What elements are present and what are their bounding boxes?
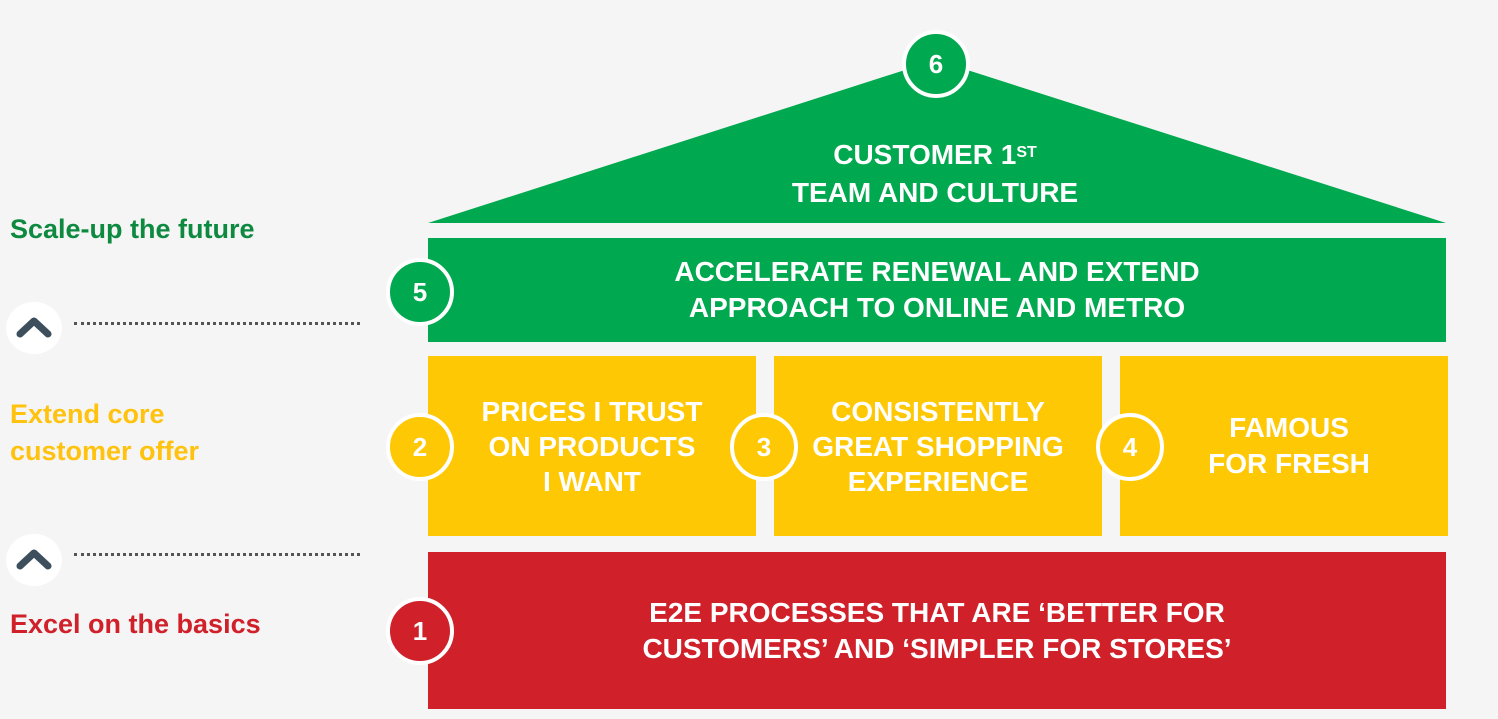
base-e2e-processes: E2E PROCESSES THAT ARE ‘BETTER FOR CUSTO… [428, 552, 1446, 709]
pillar-shopping: CONSISTENTLY GREAT SHOPPING EXPERIENCE [774, 356, 1102, 536]
tier-accelerate: ACCELERATE RENEWAL AND EXTEND APPROACH T… [428, 238, 1446, 342]
roof-line1: CUSTOMER 1 [833, 139, 1017, 170]
roof-title: CUSTOMER 1ST TEAM AND CULTURE [700, 136, 1170, 212]
label-extend-line1: Extend core [10, 399, 165, 429]
pillar-shopping-line2: GREAT SHOPPING [812, 430, 1064, 462]
pillar-prices-line1: PRICES I TRUST [481, 395, 703, 427]
pillar-fresh: FAMOUS FOR FRESH [1120, 356, 1448, 536]
base-line1: E2E PROCESSES THAT ARE ‘BETTER FOR [649, 596, 1225, 628]
number-badge-5: 5 [386, 258, 454, 326]
label-excel-basics: Excel on the basics [10, 609, 261, 639]
label-scale-up: Scale-up the future [10, 214, 255, 244]
chevron-up-icon [16, 317, 52, 338]
label-extend-core: Extend core customer offer [10, 396, 199, 470]
number-badge-6: 6 [902, 30, 970, 98]
chevron-up-button-top[interactable] [6, 302, 62, 354]
pillar-shopping-line3: EXPERIENCE [847, 465, 1029, 497]
number-badge-3: 3 [730, 413, 798, 481]
pillar-shopping-line1: CONSISTENTLY [831, 395, 1045, 427]
chevron-up-button-bottom[interactable] [6, 534, 62, 586]
chevron-up-icon [16, 549, 52, 570]
dotted-divider-bottom [74, 553, 360, 556]
pillar-prices-line3: I WANT [543, 465, 641, 497]
roof-line2: TEAM AND CULTURE [791, 177, 1079, 208]
base-line2: CUSTOMERS’ AND ‘SIMPLER FOR STORES’ [642, 632, 1232, 664]
pillar-prices-line2: ON PRODUCTS [488, 430, 696, 462]
tier5-line2: APPROACH TO ONLINE AND METRO [688, 292, 1186, 323]
pillar-fresh-line2: FOR FRESH [1208, 448, 1370, 479]
dotted-divider-top [74, 322, 360, 325]
number-badge-4: 4 [1096, 413, 1164, 481]
pillar-prices: PRICES I TRUST ON PRODUCTS I WANT [428, 356, 756, 536]
pillar-fresh-line1: FAMOUS [1229, 412, 1349, 443]
tier5-line1: ACCELERATE RENEWAL AND EXTEND [674, 256, 1200, 287]
label-extend-line2: customer offer [10, 436, 200, 466]
number-badge-1: 1 [386, 597, 454, 665]
roof-sup: ST [1016, 144, 1037, 161]
number-badge-2: 2 [386, 413, 454, 481]
